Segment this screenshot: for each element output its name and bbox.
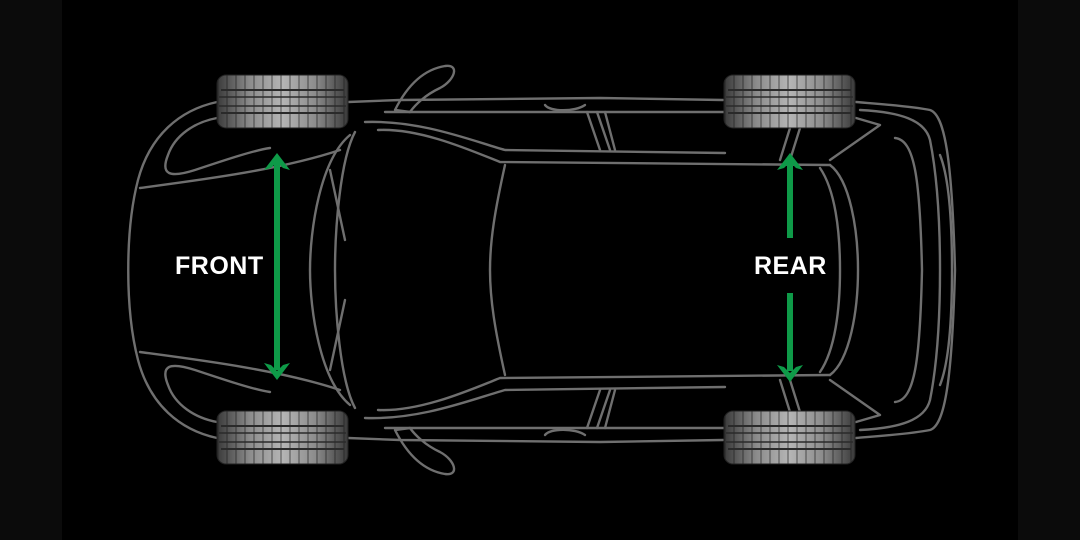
tire-front-left bbox=[216, 74, 349, 129]
car-body-outline bbox=[127, 64, 957, 476]
tire-front-right bbox=[216, 410, 349, 465]
rear-axle-label: REAR bbox=[754, 252, 827, 280]
front-axle-label: FRONT bbox=[175, 252, 264, 280]
left-side-band bbox=[0, 0, 62, 540]
rear-axle-arrow-icon bbox=[777, 153, 803, 382]
front-axle-arrow-icon bbox=[264, 153, 290, 380]
right-side-band bbox=[1018, 0, 1080, 540]
tire-rear-left bbox=[723, 74, 856, 129]
tire-rear-right bbox=[723, 410, 856, 465]
